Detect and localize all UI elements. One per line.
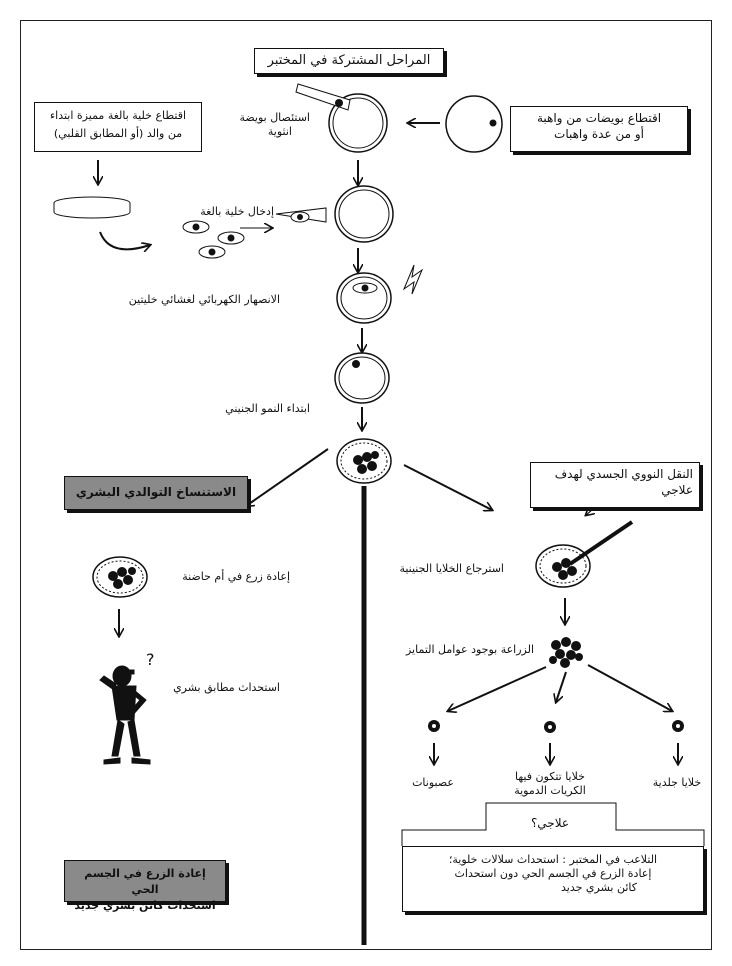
- donor-line1: اقتطاع بويضات من واهبة: [536, 111, 662, 125]
- neurons-label: عصبونات: [412, 776, 454, 789]
- adult-cell-box: اقتطاع خلية بالغة مميزة ابتداء من والد (…: [34, 102, 202, 152]
- enucleation-line2: انثوية: [267, 125, 292, 138]
- fusion-label: الانصهار الكهربائي لغشائي خليتين: [128, 293, 280, 306]
- differentiated-cells: [428, 720, 684, 733]
- retrieve-stem-label: استرجاع الخلايا الجنينية: [399, 562, 504, 575]
- human-copy-label: استحداث مطابق بشري: [173, 681, 280, 694]
- adult-cells: [182, 220, 245, 259]
- reimplant-label: إعادة زرع في أم حاضنة: [182, 570, 290, 583]
- bottom-left-line1: إعادة الزرع في الجسم الحي: [84, 867, 206, 896]
- arrow-to-reproductive: [246, 448, 329, 506]
- bottom-right-line1: التلاعب في المختبر : استحداث سلالات خلوي…: [448, 853, 658, 866]
- donor-box: اقتطاع بويضات من واهبة أو من عدة واهبات: [510, 106, 688, 152]
- shared-lab-stages-text: المراحل المشتركة في المختبر: [267, 53, 431, 68]
- cloned-human-figure: ?: [99, 650, 155, 765]
- bottom-right-line3: كائن بشري جديد: [561, 881, 637, 894]
- therapeutic-line1: النقل النووي الجسدي لهدف: [554, 467, 693, 481]
- shared-lab-stages-title: المراحل المشتركة في المختبر: [254, 48, 444, 74]
- arrow-to-skin: [587, 664, 672, 711]
- blood-line2: الكريات الدموية: [514, 784, 586, 797]
- enucleation-line1: استئصال بويضة: [239, 111, 310, 124]
- early-embryo-egg: [334, 352, 390, 404]
- skin-cells-label: خلايا جلدية: [652, 776, 702, 789]
- embryo-start-label: ابتداء النمو الجنيني: [225, 402, 310, 415]
- arrow-to-neurons: [448, 666, 547, 711]
- bottom-left-line2: استحداث كائن بشري جديد: [74, 899, 216, 912]
- insert-cell-label: إدخال خلية بالغة: [200, 205, 274, 218]
- reimplant-blastocyst: [92, 556, 148, 598]
- svg-text:?: ?: [146, 650, 155, 669]
- culture-dish: [53, 196, 131, 219]
- therapeutic-bracket: [401, 802, 705, 846]
- adult-cell-line1: اقتطاع خلية بالغة مميزة ابتداء: [49, 109, 187, 122]
- bottom-left-box: إعادة الزرع في الجسم الحي استحداث كائن ب…: [64, 860, 226, 912]
- stem-cell-blastocyst: [535, 520, 634, 588]
- blastocyst: [336, 438, 392, 484]
- reproductive-cloning-text: الاستنساخ التوالدي البشري: [75, 485, 237, 499]
- cultured-cell-cluster: [549, 637, 583, 668]
- egg-with-inserted-cell: [275, 185, 394, 243]
- therapeutic-line2: علاجي: [661, 483, 693, 497]
- bottom-right-line2: إعادة الزرع في الجسم الحي دون استحداث: [454, 867, 652, 880]
- therapeutic-box: النقل النووي الجسدي لهدف علاجي: [530, 462, 700, 508]
- bottom-right-box: التلاعب في المختبر : استحداث سلالات خلوي…: [402, 846, 704, 912]
- enucleation-label: استئصال بويضة انثوية: [226, 111, 310, 139]
- blood-line1: خلايا تتكون فيها: [515, 770, 585, 783]
- culture-label: الزراعة بوجود عوامل التمايز: [405, 643, 534, 656]
- donor-line2: أو من عدة واهبات: [554, 127, 644, 141]
- diagram-frame: [20, 20, 712, 950]
- blood-cells-label: خلايا تتكون فيها الكريات الدموية: [496, 770, 604, 798]
- electric-spark-icon: [402, 264, 424, 295]
- therapeutic-question: علاجي؟: [530, 816, 570, 830]
- enucleated-oocyte: [295, 83, 388, 153]
- arrow-dish-to-cells: [99, 231, 150, 249]
- adult-cell-line2: من والد (أو المطابق القلبي): [53, 127, 183, 140]
- reproductive-cloning-box: الاستنساخ التوالدي البشري: [64, 476, 248, 510]
- fused-egg: [336, 272, 392, 324]
- arrow-to-blood: [556, 671, 567, 702]
- donor-oocyte: [445, 95, 503, 153]
- arrow-to-therapeutic: [403, 464, 492, 510]
